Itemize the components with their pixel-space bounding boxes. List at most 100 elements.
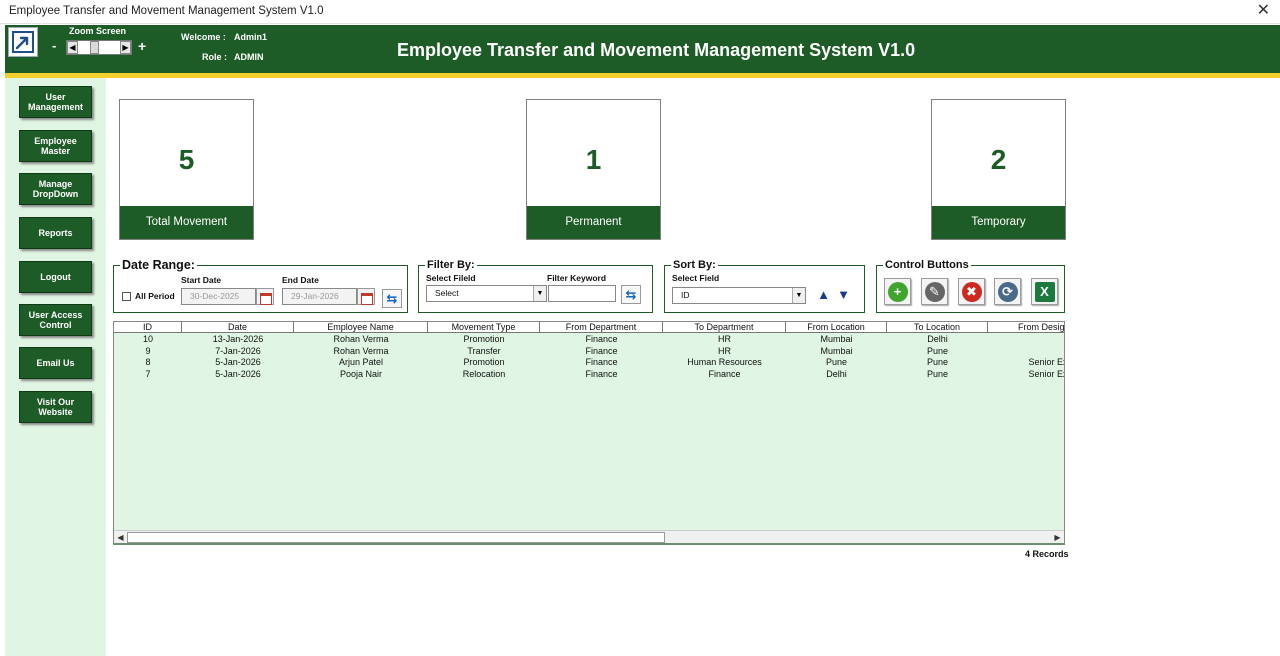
table-cell: Pune — [926, 345, 949, 356]
table-cell: Delhi — [927, 334, 948, 344]
zoom-out-button[interactable]: - — [52, 38, 57, 53]
sidebar-item-user-access-control[interactable]: User Access Control — [19, 304, 92, 336]
table-cell: Finance — [585, 345, 618, 356]
table-cell: 5-Jan-2026 — [215, 357, 261, 367]
sort-descending-icon[interactable]: ▼ — [837, 287, 850, 302]
start-date-field[interactable]: 30-Dec-2025 — [181, 288, 256, 305]
zoom-slider-right-arrow-icon[interactable]: ▶ — [120, 41, 131, 54]
import-icon: ⟳ — [997, 281, 1018, 302]
column-header-from-designation[interactable]: From Designation — [988, 322, 1064, 332]
sort-group: Sort By: Select Field ID ▼ ▲ ▼ — [664, 259, 865, 313]
table-cell: Pune — [926, 368, 949, 379]
window-title: Employee Transfer and Movement Managemen… — [9, 5, 324, 17]
zoom-slider[interactable]: ◀ ▶ — [66, 40, 132, 55]
table-cell: Mumbai — [820, 345, 853, 356]
table-cell: 5-Jan-2026 — [215, 368, 261, 379]
column-header-from-location[interactable]: From Location — [786, 322, 887, 332]
kpi-card-total-movement: 5 Total Movement — [119, 99, 254, 240]
sidebar-item-user-management[interactable]: User Management — [19, 86, 92, 118]
table-cell: Pune — [825, 357, 848, 367]
date-range-group: Date Range: All Period Start Date 30-Dec… — [113, 258, 408, 313]
end-date-calendar-icon[interactable] — [357, 288, 375, 305]
excel-icon: X — [1034, 281, 1055, 302]
table-cell: HR — [718, 334, 731, 344]
export-excel-button[interactable]: X — [1031, 278, 1058, 305]
zoom-in-button[interactable]: + — [138, 38, 147, 54]
import-button[interactable]: ⟳ — [994, 278, 1021, 305]
filter-field-value: Select — [435, 288, 459, 298]
table-cell: Promotion — [463, 334, 505, 344]
scroll-right-icon[interactable]: ▶ — [1054, 533, 1061, 542]
sidebar-item-logout[interactable]: Logout — [19, 261, 92, 293]
kpi-card-permanent: 1 Permanent — [526, 99, 661, 240]
date-refresh-icon[interactable]: ⇆ — [382, 289, 402, 308]
sidebar-item-employee-master[interactable]: Employee Master — [19, 130, 92, 162]
all-period-checkbox[interactable] — [122, 292, 131, 301]
chevron-down-icon[interactable]: ▼ — [533, 286, 546, 301]
table-header: ID Date Employee Name Movement Type From… — [114, 322, 1064, 333]
sort-field-select[interactable]: ID ▼ — [672, 287, 806, 304]
sidebar-item-manage-dropdown[interactable]: Manage DropDown — [19, 173, 92, 205]
table-cell: 13-Jan-2026 — [212, 334, 264, 344]
horizontal-scrollbar[interactable]: ◀ ▶ — [114, 530, 1064, 543]
column-header-to-department[interactable]: To Department — [663, 322, 786, 332]
column-header-id[interactable]: ID — [114, 322, 182, 332]
header-accent-stripe — [5, 73, 1280, 78]
scrollbar-thumb[interactable] — [127, 532, 665, 543]
filter-field-select[interactable]: Select ▼ — [426, 285, 547, 302]
scroll-left-icon[interactable]: ◀ — [117, 533, 124, 542]
zoom-slider-thumb[interactable] — [90, 41, 99, 54]
app-header — [5, 25, 1280, 73]
kpi-value: 2 — [990, 144, 1007, 175]
zoom-slider-left-arrow-icon[interactable]: ◀ — [67, 41, 78, 54]
close-icon[interactable]: ✕ — [1256, 2, 1270, 19]
sidebar-item-reports[interactable]: Reports — [19, 217, 92, 249]
filter-refresh-icon[interactable]: ⇆ — [621, 285, 641, 304]
table-cell: 8 — [145, 357, 151, 367]
delete-button[interactable]: ✖ — [958, 278, 985, 305]
column-header-employee-name[interactable]: Employee Name — [294, 322, 428, 332]
start-date-calendar-icon[interactable] — [256, 288, 274, 305]
table-cell: Finance — [585, 368, 618, 379]
column-header-to-location[interactable]: To Location — [887, 322, 988, 332]
column-header-from-department[interactable]: From Department — [540, 322, 663, 332]
add-icon: + — [887, 281, 908, 302]
date-range-title: Date Range: — [120, 258, 197, 272]
filter-group: Filter By: Select Fileld Select ▼ Filter… — [418, 259, 653, 313]
table-cell: 7-Jan-2026 — [215, 345, 261, 356]
page-title: Employee Transfer and Movement Managemen… — [397, 40, 916, 60]
column-header-date[interactable]: Date — [182, 322, 294, 332]
all-period-label: All Period — [135, 291, 175, 301]
movement-table[interactable]: ID Date Employee Name Movement Type From… — [113, 321, 1065, 545]
chevron-down-icon[interactable]: ▼ — [792, 288, 805, 303]
start-date-label: Start Date — [181, 275, 222, 285]
filter-keyword-label: Filter Keyword — [547, 273, 607, 283]
add-button[interactable]: + — [884, 278, 911, 305]
end-date-field[interactable]: 29-Jan-2026 — [282, 288, 357, 305]
table-cell: Finance — [585, 357, 618, 367]
table-cell: Transfer — [467, 345, 501, 356]
sort-title: Sort By: — [671, 259, 718, 271]
table-cell: Pooja Nair — [339, 368, 383, 379]
sidebar-item-email-us[interactable]: Email Us — [19, 347, 92, 379]
sort-ascending-icon[interactable]: ▲ — [817, 287, 830, 302]
filter-keyword-input[interactable] — [548, 285, 616, 302]
end-date-label: End Date — [282, 275, 319, 285]
control-buttons-title: Control Buttons — [883, 259, 971, 271]
zoom-label: Zoom Screen — [69, 26, 127, 36]
edit-button[interactable]: ✎ — [921, 278, 948, 305]
sort-field-value: ID — [681, 290, 690, 300]
role-value: ADMIN — [234, 52, 264, 62]
sidebar-item-visit-website[interactable]: Visit Our Website — [19, 391, 92, 423]
table-cell: Human Resources — [687, 357, 762, 367]
table-cell: Arjun Patel — [338, 357, 384, 367]
column-header-movement-type[interactable]: Movement Type — [428, 322, 540, 332]
table-cell: 10 — [142, 334, 153, 344]
window-title-bar: Employee Transfer and Movement Managemen… — [0, 0, 1280, 24]
app-logo-icon — [8, 27, 38, 57]
